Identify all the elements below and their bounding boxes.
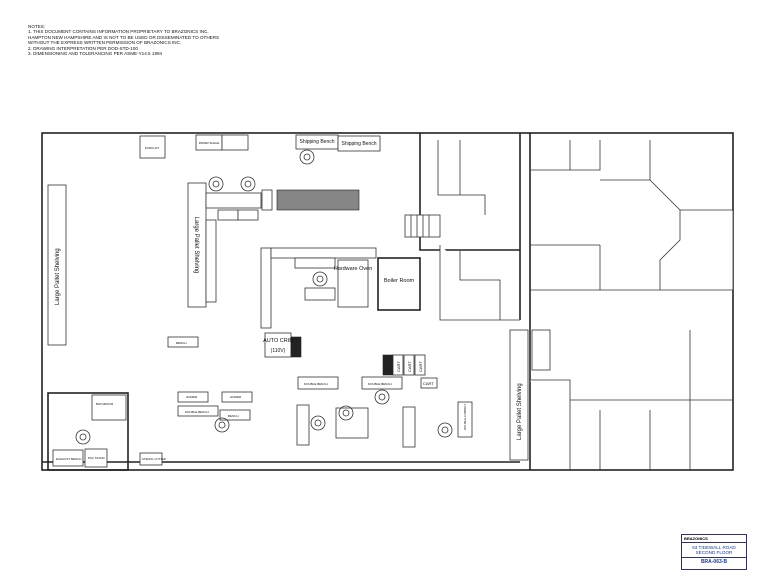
paper-shale-label: PAPER SHALE — [199, 141, 220, 145]
svg-text:CART: CART — [396, 361, 401, 372]
homer-label: HOMER — [230, 395, 242, 399]
bench-label: BENCH — [176, 341, 187, 345]
drawing-notes: NOTES: 1. THIS DOCUMENT CONTAINS INFORMA… — [28, 24, 219, 56]
homer — [177, 391, 209, 403]
shelving-label: Large Pallet Shelving — [517, 383, 523, 440]
workstation — [335, 407, 369, 439]
forklift — [139, 135, 166, 159]
boiler-room — [377, 257, 421, 311]
notes-line: HAMPTON NEW HAMPSHIRE AND IS NOT TO BE U… — [28, 34, 220, 40]
double-bench-label: DOUBLE BENCH — [304, 382, 328, 386]
stairs — [404, 214, 551, 371]
double-bench — [177, 405, 219, 417]
boiler-room-label: Boiler Room — [384, 278, 415, 284]
bench — [219, 409, 251, 421]
svg-text:CART: CART — [418, 361, 423, 372]
title-block: BRAZONICS 63 TIDEWALL ROAD SECOND FLOOR … — [681, 534, 747, 570]
double-bench — [361, 376, 403, 390]
double-bench — [297, 376, 339, 390]
stencil-cutter-label: STENCIL CUTTER — [142, 457, 166, 461]
auto-crib-label: AUTO CRIB — [263, 338, 293, 344]
double-bench-label: DOUBLE BENCH — [185, 410, 209, 414]
forklift-label: FORKLIFT — [145, 146, 160, 150]
pac-stand-label: PAC STAND — [88, 456, 106, 460]
notes-line: 3. DIMENSIONING AND TOLERANCING PER ASME… — [28, 51, 163, 57]
shipping-bench-label: Shipping Bench — [299, 139, 334, 145]
homer — [221, 391, 253, 403]
double-cabinet — [457, 401, 473, 438]
svg-text:CART: CART — [423, 381, 434, 386]
carts: CART CART CART CART — [382, 354, 438, 389]
bench — [167, 336, 199, 348]
right-wing-rooms — [530, 140, 734, 470]
double-bench-label: DOUBLE BENCH — [368, 382, 392, 386]
notes-line: NOTES: — [28, 24, 46, 29]
auto-crib-panel — [290, 336, 302, 358]
bench-label: BENCH — [228, 414, 239, 418]
company-name: BRAZONICS — [682, 535, 746, 543]
address: 63 TIDEWALL ROAD SECOND FLOOR — [682, 543, 746, 558]
pac-stand — [84, 448, 108, 468]
shelving-label: Large Pallet Shelving — [55, 248, 61, 305]
bench-vertical — [402, 406, 416, 448]
address-line: SECOND FLOOR — [695, 550, 733, 555]
notes-line: WITHOUT THE EXPRESS WRITTEN PERMISSION O… — [28, 40, 182, 46]
bathroom-label: BATHROOM — [96, 402, 114, 406]
double-bench-vertical — [296, 404, 310, 446]
shelving-label: Large Pallet Shelving — [193, 217, 199, 274]
building-outline — [41, 132, 734, 471]
exhaust-bench-label: EXHAUST BENCH — [56, 457, 81, 461]
exhaust-bench — [52, 449, 84, 467]
large-pallet-shelving — [509, 329, 529, 461]
chair-icons — [75, 149, 453, 445]
pallet-rack-hatched — [276, 189, 360, 211]
double-cabinet-label: DOUBLE CABINET — [463, 404, 467, 430]
notes-line: 2. DRAWING INTERPRETATION PER DOD-STD-10… — [28, 45, 138, 51]
bathroom-area — [47, 392, 129, 471]
cabinet — [221, 134, 249, 151]
stencil-cutter — [139, 452, 163, 466]
notes-line: 1. THIS DOCUMENT CONTAINS INFORMATION PR… — [28, 29, 209, 35]
homer-label: HOMER — [186, 395, 198, 399]
large-pallet-shelving — [47, 184, 67, 346]
address-line: 63 TIDEWALL ROAD — [692, 545, 736, 550]
office-cubicles — [419, 133, 520, 321]
drawing-number: BRA-063-B — [700, 559, 728, 565]
shipping-bench-2 — [337, 135, 381, 152]
shipping-bench-label: Shipping Bench — [341, 141, 376, 147]
auto-crib-voltage: (110V) — [271, 348, 286, 354]
shelf-units — [205, 189, 377, 329]
hardware-oven-label: Hardware Oven — [334, 266, 373, 272]
svg-text:CART: CART — [407, 361, 412, 372]
bathroom — [91, 394, 127, 421]
hardware-oven-room — [337, 259, 369, 308]
